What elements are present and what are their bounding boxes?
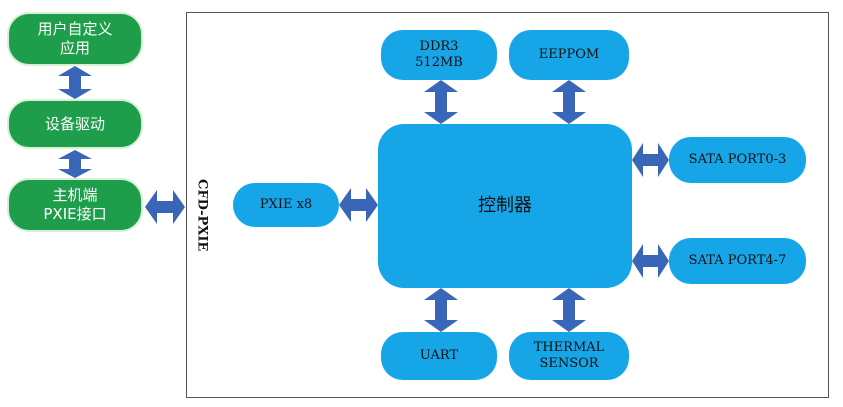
host-interface-line-1: 主机端 [52,186,98,205]
ddr3-node: DDR3 512MB [381,30,497,80]
arrow-app-driver-icon [58,66,92,99]
device-driver-node: 设备驱动 [7,99,143,149]
arrow-controller-sata-a-icon [632,143,669,177]
uart-node: UART [381,332,497,380]
eeprom-label: EEPPOM [538,46,600,62]
arrow-uart-controller-icon [424,288,458,332]
uart-label: UART [419,347,459,363]
sata-port-0-3-node: SATA PORT0-3 [669,137,806,183]
arrow-thermal-controller-icon [552,288,586,332]
device-driver-label: 设备驱动 [44,114,105,133]
arrow-pxie-controller-icon [339,188,378,222]
board-frame [186,12,829,398]
arrow-controller-sata-b-icon [632,244,669,278]
arrow-ddr3-controller-icon [424,80,458,124]
pxie-x8-node: PXIE x8 [233,183,339,227]
pxie-x8-label: PXIE x8 [259,196,313,212]
custom-application-line-2: 应用 [59,39,90,57]
sata-port-4-7-label: SATA PORT4-7 [688,252,787,268]
controller-node: 控制器 [378,124,632,288]
arrow-driver-interface-icon [58,150,92,178]
host-interface-line-2: PXIE接口 [43,205,107,223]
thermal-sensor-node: THERMAL SENSOR [509,332,629,380]
sata-port-4-7-node: SATA PORT4-7 [669,238,806,284]
eeprom-node: EEPPOM [509,30,629,80]
custom-application-node: 用户自定义 应用 [7,12,143,66]
arrow-host-board-icon [145,190,185,224]
arrow-eeprom-controller-icon [552,80,586,124]
ddr3-line-1: DDR3 [419,38,459,54]
board-label: CFD-PXIE [194,178,210,252]
sata-port-0-3-label: SATA PORT0-3 [688,151,787,167]
host-pxie-interface-node: 主机端 PXIE接口 [7,178,143,232]
custom-application-line-1: 用户自定义 [37,20,113,39]
thermal-sensor-line-2: SENSOR [539,356,599,371]
ddr3-line-2: 512MB [415,55,463,70]
thermal-sensor-line-1: THERMAL [533,339,605,355]
controller-label: 控制器 [478,194,532,216]
